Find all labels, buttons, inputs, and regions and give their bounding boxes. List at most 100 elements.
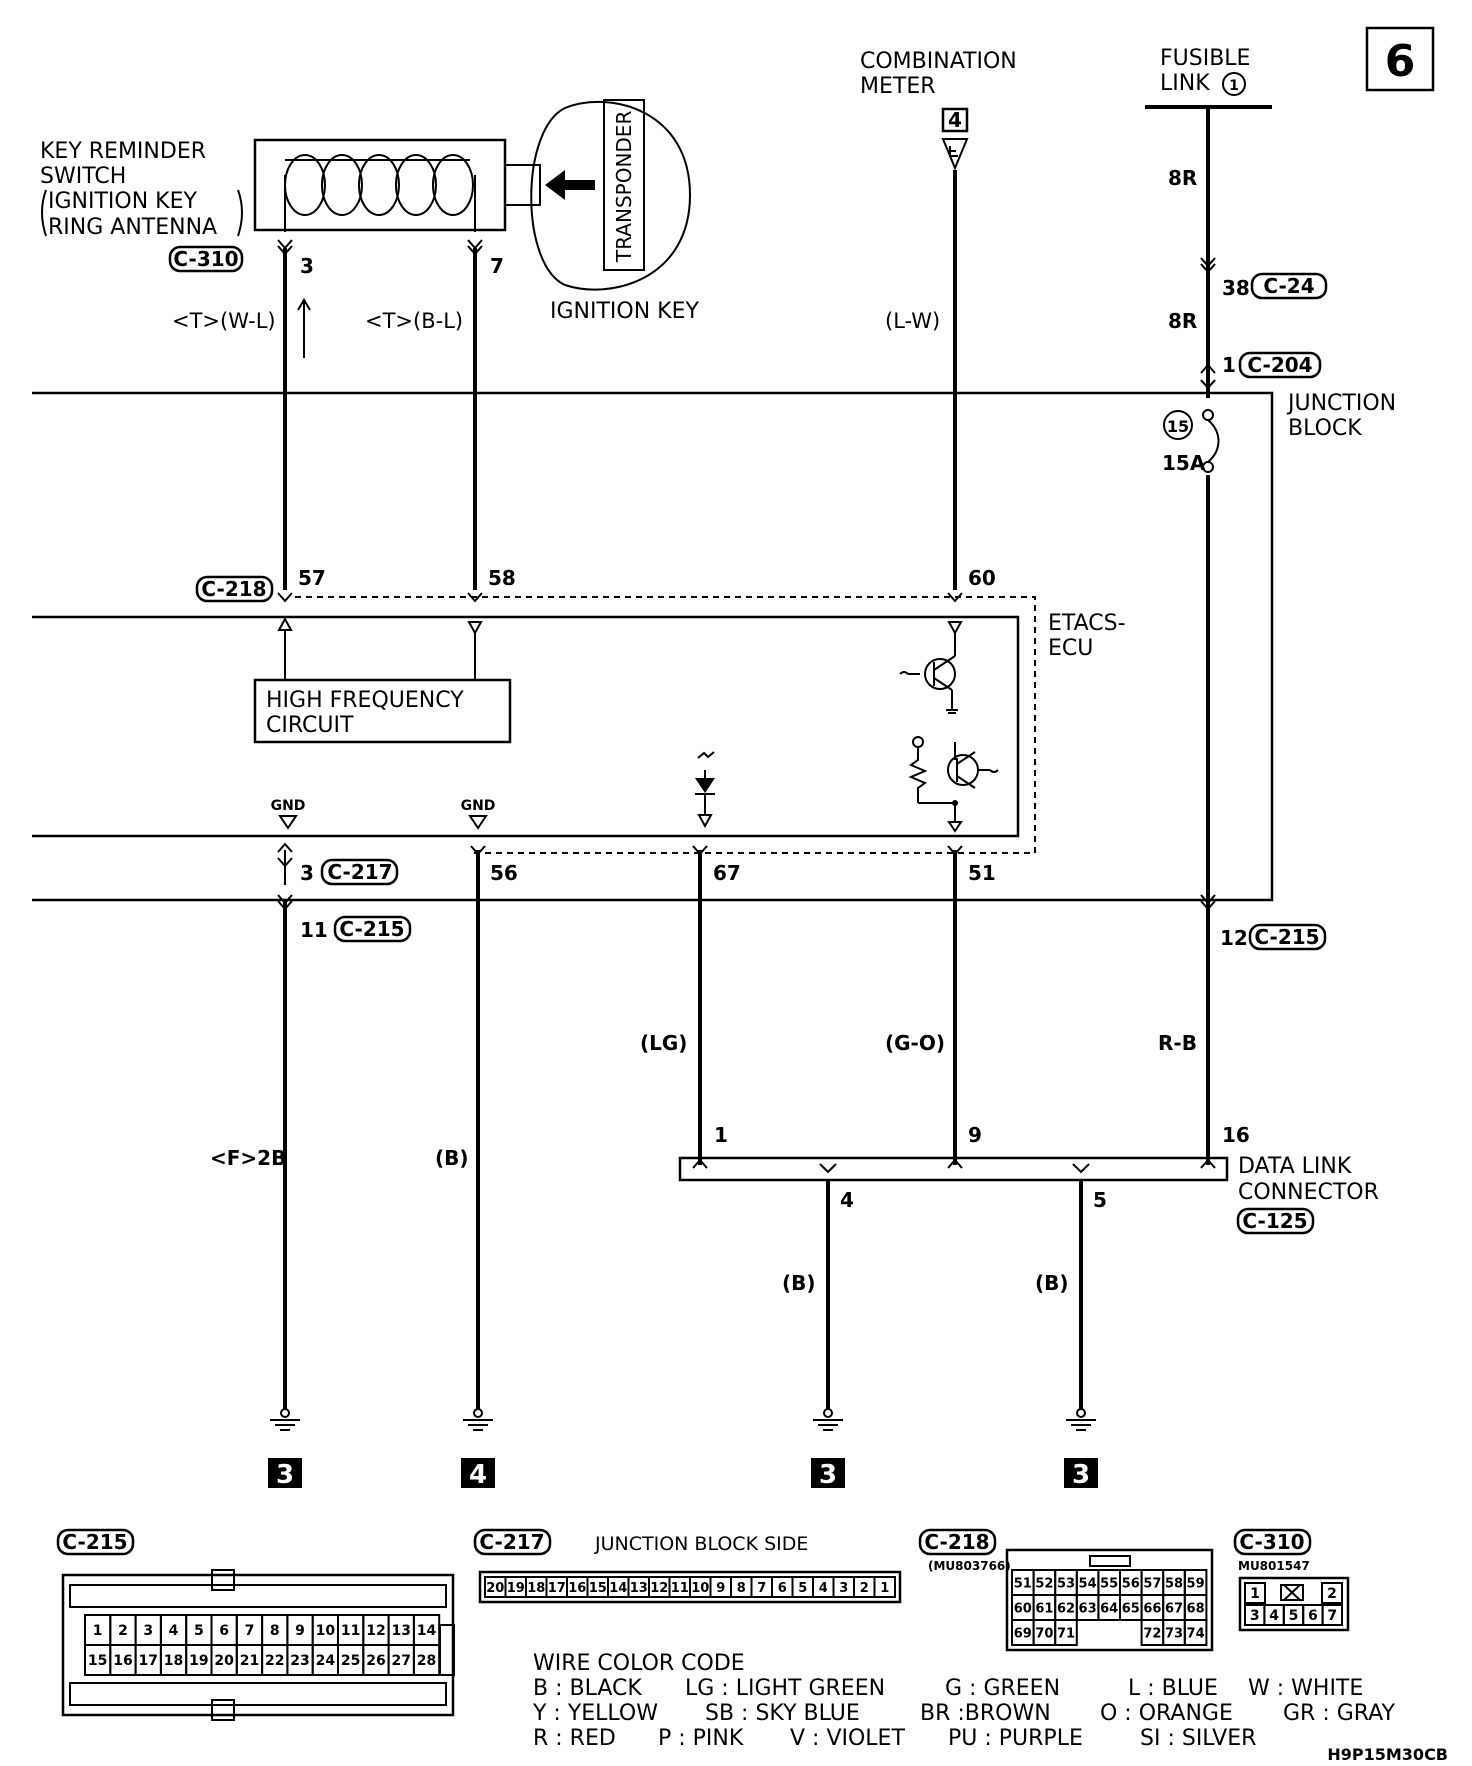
ksw-paren-left xyxy=(41,189,47,237)
cavity-number: 74 xyxy=(1187,1627,1205,1642)
ground-box-3 xyxy=(811,1458,845,1488)
fuse-number: 15 xyxy=(1167,417,1189,436)
cavity-number: 2 xyxy=(1327,1586,1337,1602)
cavity-number: 18 xyxy=(164,1653,183,1669)
wcc-r2-c5: GR : GRAY xyxy=(1283,1701,1396,1726)
meter-line-1: COMBINATION xyxy=(860,49,1017,74)
cavity-number: 71 xyxy=(1057,1627,1075,1642)
c217-view-label: C-217 xyxy=(479,1530,544,1554)
wcc-r1-c2: LG : LIGHT GREEN xyxy=(685,1676,885,1701)
wcc-r3-c2: P : PINK xyxy=(658,1726,744,1751)
c310-part: MU801547 xyxy=(1238,1559,1310,1573)
cavity-number: 8 xyxy=(270,1623,280,1639)
c310-view-badge xyxy=(1233,1528,1312,1556)
ground-symbols xyxy=(270,1408,1096,1431)
c218-label: C-218 xyxy=(201,577,266,601)
dlc-pin-marks xyxy=(692,1158,1216,1174)
wcc-r2-c3: BR :BROWN xyxy=(920,1701,1051,1726)
c204-label: C-204 xyxy=(1247,353,1312,377)
cavity-number: 27 xyxy=(392,1653,411,1669)
cavity-number: 19 xyxy=(189,1653,208,1669)
pin-12: 12 xyxy=(1220,926,1248,950)
wire-label-b-dlc4: (B) xyxy=(782,1271,816,1295)
cavity-number: 59 xyxy=(1187,1577,1205,1592)
junction-block-line-1: JUNCTION xyxy=(1286,391,1396,416)
dlc-pin-9: 9 xyxy=(968,1123,982,1147)
pin-c24-38: 38 xyxy=(1222,276,1250,300)
c218-key xyxy=(1089,1555,1131,1567)
key-head xyxy=(530,100,692,291)
wire-color-code: WIRE COLOR CODE B : BLACK LG : LIGHT GRE… xyxy=(532,1651,1396,1751)
cavity-number: 62 xyxy=(1057,1602,1075,1617)
cavity-number: 57 xyxy=(1143,1577,1161,1592)
cavity-number: 16 xyxy=(568,1581,586,1596)
fuse-rating: 15A xyxy=(1162,451,1206,475)
key-arrow-head xyxy=(545,170,565,200)
cavity-number: 9 xyxy=(716,1581,725,1596)
ignition-key-label: IGNITION KEY xyxy=(550,299,700,324)
cavity-number: 6 xyxy=(219,1623,229,1639)
cavity-number: 16 xyxy=(113,1653,132,1669)
cavity-number: 23 xyxy=(290,1653,309,1669)
wire-label-g-o: (G-O) xyxy=(885,1031,945,1055)
cavity-number: 12 xyxy=(366,1623,385,1639)
ground-label-1: 3 xyxy=(276,1460,294,1490)
dlc-pin-4: 4 xyxy=(840,1188,854,1212)
pin-57: 57 xyxy=(298,566,326,590)
ksw-connector-label: C-310 xyxy=(173,247,238,271)
dlc-line-2: CONNECTOR xyxy=(1238,1180,1379,1205)
wire-label-b-l: <T>(B-L) xyxy=(365,309,463,333)
cavity-number: 61 xyxy=(1035,1602,1053,1617)
cavity-number: 19 xyxy=(507,1581,525,1596)
doc-code: H9P15M30CB xyxy=(1327,1745,1448,1764)
connector-marks xyxy=(277,239,1216,603)
c218-badge xyxy=(195,575,274,603)
cavity-number: 65 xyxy=(1122,1602,1140,1617)
c218-part: (MU803766) xyxy=(928,1559,1011,1573)
key-reminder-switch: KEY REMINDER SWITCH IGNITION KEY RING AN… xyxy=(40,138,541,273)
etacs-line-2: ECU xyxy=(1048,636,1093,661)
c310-outline xyxy=(1238,1576,1350,1632)
cavity-number: 20 xyxy=(486,1581,504,1596)
cavity-number: 56 xyxy=(1122,1577,1140,1592)
c218-outline xyxy=(1005,1548,1214,1652)
c215a-label: C-215 xyxy=(339,917,404,941)
pin-3: 3 xyxy=(300,861,314,885)
cavity-number: 17 xyxy=(139,1653,158,1669)
cavity-number: 2 xyxy=(118,1623,128,1639)
cavity-number: 64 xyxy=(1100,1602,1118,1617)
ground-box-4 xyxy=(1064,1458,1098,1488)
c125-badge xyxy=(1236,1207,1315,1235)
dlc-pin-5: 5 xyxy=(1093,1188,1107,1212)
cavity-number: 72 xyxy=(1143,1627,1161,1642)
pin-ksw-7: 7 xyxy=(490,254,504,278)
wcc-r3-c1: R : RED xyxy=(533,1726,616,1751)
cavity xyxy=(1244,1582,1266,1604)
ksw-body xyxy=(253,138,507,232)
cavity-number: 17 xyxy=(548,1581,566,1596)
wcc-r3-c5: SI : SILVER xyxy=(1140,1726,1256,1751)
cavity-number: 58 xyxy=(1165,1577,1183,1592)
page-number: 6 xyxy=(1385,36,1416,87)
dlc-pin-16: 16 xyxy=(1222,1123,1250,1147)
cavity-number: 14 xyxy=(417,1623,437,1639)
c215-view-label: C-215 xyxy=(62,1530,127,1554)
cavity-number: 4 xyxy=(1269,1608,1279,1624)
c215-latch-top xyxy=(69,1584,447,1608)
cavity-number: 11 xyxy=(341,1623,360,1639)
cavity-number: 6 xyxy=(778,1581,787,1596)
pin-67: 67 xyxy=(713,861,741,885)
wire-label-l-w: (L-W) xyxy=(885,309,940,333)
ground-label-3: 3 xyxy=(819,1460,837,1490)
cavity-number: 15 xyxy=(589,1581,607,1596)
cavity-number: 55 xyxy=(1100,1577,1118,1592)
combination-meter: COMBINATION METER 4 xyxy=(860,49,1017,171)
cavity-number: 7 xyxy=(757,1581,766,1596)
pin-60: 60 xyxy=(968,566,996,590)
c217-outline xyxy=(478,1570,902,1604)
meter-connector-symbol xyxy=(941,138,969,171)
wire-label-2b: <F>2B xyxy=(210,1146,286,1170)
c310-blank-cavity xyxy=(1280,1584,1304,1601)
